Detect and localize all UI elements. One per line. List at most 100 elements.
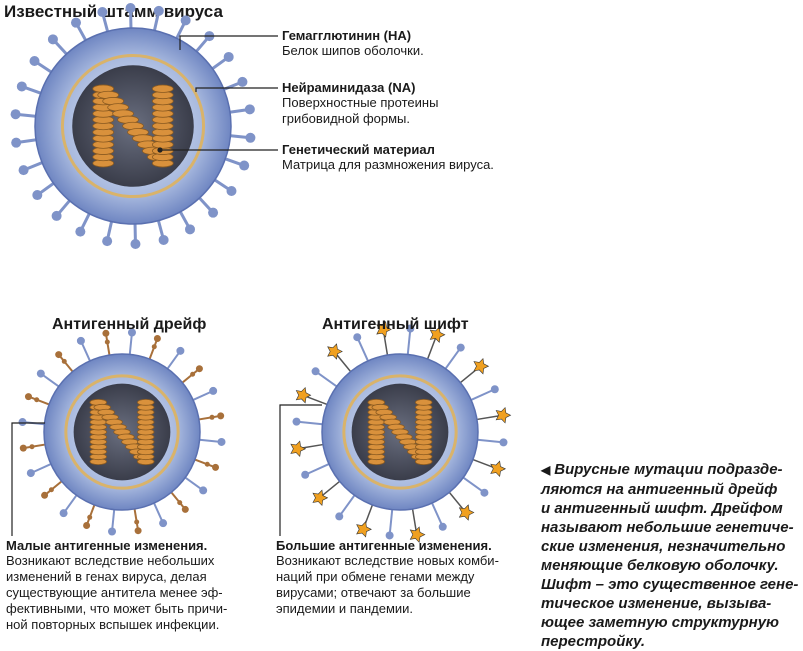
shift-caption-line: эпидемии и пандемии. xyxy=(276,601,414,616)
side-note-line: тическое изменение, вызыва- xyxy=(541,595,772,612)
ha-spike xyxy=(237,76,248,87)
ha-spike xyxy=(292,417,301,426)
ha-spike xyxy=(226,185,237,196)
na-spike xyxy=(217,412,225,420)
ha-spike xyxy=(208,207,219,218)
ha-spike xyxy=(480,488,489,497)
matrix-ring xyxy=(342,374,458,490)
drift-virus xyxy=(18,328,226,536)
ha-spike xyxy=(456,343,465,352)
na-spike xyxy=(102,329,110,337)
label-na-heading: Нейраминидаза (NA) xyxy=(282,80,416,95)
ha-spike xyxy=(490,385,499,394)
shift-caption-line: наций при обмене генами между xyxy=(276,569,475,584)
main-virus xyxy=(10,3,256,249)
drift-caption-line: фективными, что может быть причи- xyxy=(6,601,228,616)
ha-spike xyxy=(199,486,208,495)
side-note-line: ляются на антигенный дрейф xyxy=(541,481,778,498)
shift-spike xyxy=(312,489,329,507)
side-note-line: и антигенный шифт. Дрейфом xyxy=(541,500,783,517)
shift-title: Антигенный шифт xyxy=(322,316,469,333)
side-note-line: меняющие белковую оболочку. xyxy=(541,557,779,574)
ha-spike xyxy=(311,367,320,376)
ha-spike xyxy=(223,51,234,62)
ha-spike xyxy=(125,3,136,14)
ha-spike xyxy=(29,56,40,67)
ha-spike xyxy=(301,470,310,479)
ha-spike xyxy=(51,210,62,221)
ha-spike xyxy=(59,509,68,518)
ha-spike xyxy=(75,226,86,237)
ha-spike xyxy=(18,418,27,427)
side-note-line: ские изменения, незначительно xyxy=(541,538,786,555)
drift-title: Антигенный дрейф xyxy=(52,316,207,333)
drift-caption-line: Возникают вследствие небольших xyxy=(6,553,215,568)
ha-spike xyxy=(185,224,196,235)
na-spike xyxy=(83,522,91,530)
ha-spike xyxy=(47,34,58,45)
na-spike xyxy=(195,365,203,373)
side-note-line: Шифт – это существенное гене- xyxy=(541,576,799,593)
triangle-left-icon: ◀ xyxy=(541,463,551,477)
na-spike xyxy=(181,505,189,513)
shift-virus xyxy=(290,321,512,543)
side-note: ◀Вирусные мутации подразде- ляются на ан… xyxy=(541,460,803,651)
shift-spike xyxy=(490,460,506,478)
ha-spike xyxy=(76,336,85,345)
ha-spike xyxy=(16,81,27,92)
ha-spike xyxy=(353,333,362,342)
ha-spike xyxy=(18,165,29,176)
rna-coil xyxy=(415,398,433,406)
shift-spike xyxy=(409,526,426,543)
ha-spike xyxy=(180,15,191,26)
ha-spike xyxy=(102,236,113,247)
ha-spike xyxy=(335,512,344,521)
rna-coil xyxy=(151,84,174,93)
shift-caption-line: Возникают вследствие новых комби- xyxy=(276,553,499,568)
drift-caption-line: существующие антитела менее эф- xyxy=(6,585,223,600)
drift-caption-line: ной повторных вспышек инфекции. xyxy=(6,617,220,632)
shift-caption-line: вирусами; отвечают за большие xyxy=(276,585,471,600)
side-note-line: перестройку. xyxy=(541,633,646,650)
page-title: Известный штамм вируса xyxy=(4,2,223,21)
ha-spike xyxy=(130,238,141,249)
ha-spike xyxy=(153,5,164,16)
shift-spike xyxy=(327,343,343,360)
na-spike xyxy=(153,334,161,342)
shift-spike xyxy=(429,326,446,343)
ha-spike xyxy=(108,527,117,536)
drift-caption-line: изменений в генах вируса, делая xyxy=(6,569,207,584)
label-ha-heading: Гемагглютинин (HA) xyxy=(282,28,412,43)
ha-spike xyxy=(127,328,136,337)
ha-spike xyxy=(11,137,22,148)
matrix-ring xyxy=(64,374,180,490)
ha-spike xyxy=(70,17,81,28)
ha-spike xyxy=(176,346,185,355)
shift-spike xyxy=(290,440,307,458)
leader-lines xyxy=(11,35,322,536)
ha-spike xyxy=(36,369,45,378)
ha-spike xyxy=(239,160,250,171)
na-spike xyxy=(212,463,220,471)
ha-spike xyxy=(32,190,43,201)
ha-spike xyxy=(438,522,447,531)
na-spike xyxy=(55,351,63,359)
side-note-line: Вирусные мутации подразде- xyxy=(554,461,783,478)
shift-spike xyxy=(376,321,392,338)
shift-spike xyxy=(473,357,490,375)
shift-caption-heading: Большие антигенные изменения. xyxy=(276,538,492,553)
label-na-text-2: грибовидной формы. xyxy=(282,111,410,126)
ha-spike xyxy=(406,324,415,333)
label-ha-text: Белок шипов оболочки. xyxy=(282,43,424,58)
na-spike xyxy=(134,527,142,535)
label-genetic-heading: Генетический материал xyxy=(282,142,435,157)
shift-spike xyxy=(495,406,512,424)
ha-spike xyxy=(209,386,218,395)
side-note-line: называют небольшие генетиче- xyxy=(541,519,794,536)
ha-spike xyxy=(10,109,21,120)
na-spike xyxy=(41,491,49,499)
ha-spike xyxy=(244,104,255,115)
na-spike xyxy=(24,393,32,401)
ha-spike xyxy=(97,7,108,18)
